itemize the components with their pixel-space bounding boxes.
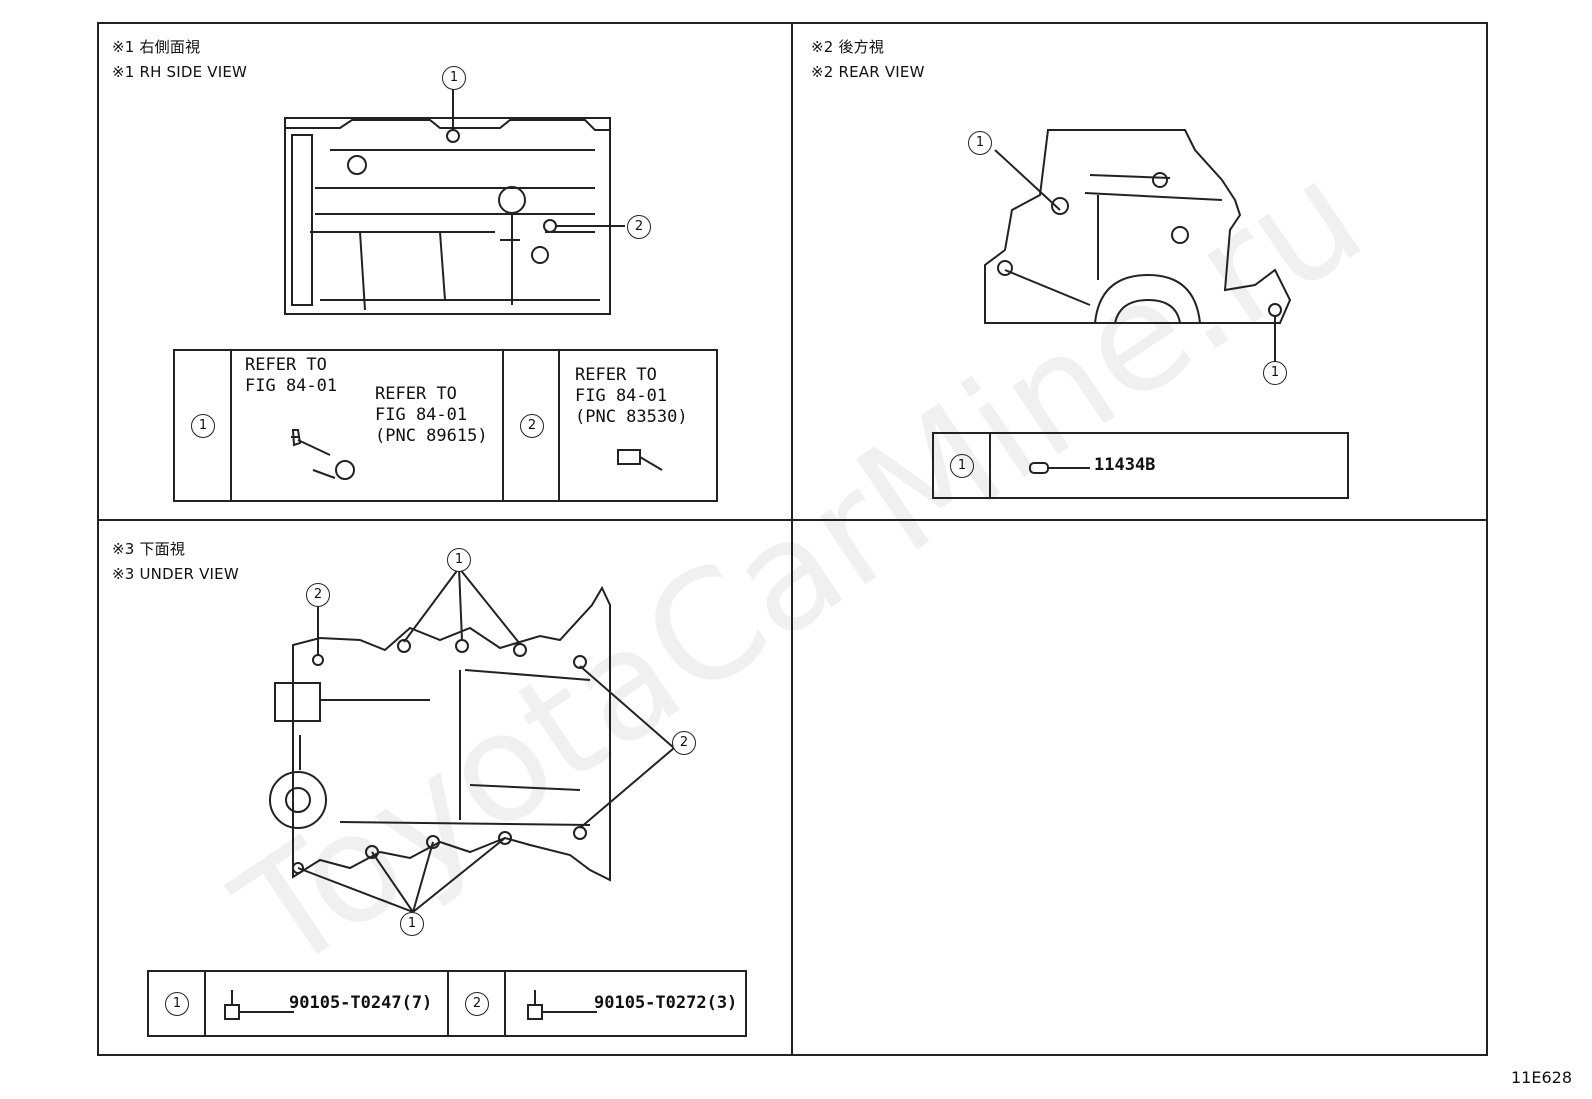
rear-view-block xyxy=(984,129,1292,365)
callout-1: 1 xyxy=(400,912,424,936)
panel-divider-horizontal xyxy=(97,519,1488,521)
under-view-caption: ※3 下面視 ※3 UNDER VIEW xyxy=(112,537,239,587)
callout-2: 2 xyxy=(627,215,651,239)
table-cell-index xyxy=(175,351,232,500)
rh-side-parts-table: 1 REFER TO FIG 84-01 REFER TO FIG 84-01 … xyxy=(173,349,718,502)
table-cell-index xyxy=(934,434,991,497)
callout-2: 2 xyxy=(306,583,330,607)
part-number: 11434B xyxy=(1094,455,1156,475)
table-cell-index xyxy=(504,351,560,500)
caption-jp: ※1 右側面視 xyxy=(112,38,201,56)
callout-1: 1 xyxy=(447,548,471,572)
callout-1: 1 xyxy=(968,131,992,155)
item-number: 1 xyxy=(191,414,215,438)
under-parts-table: 1 90105-T0247(7) 2 90105-T0272(3) xyxy=(147,970,747,1037)
callout-1: 1 xyxy=(1263,361,1287,385)
caption-jp: ※2 後方視 xyxy=(811,38,885,56)
callout-2: 2 xyxy=(672,731,696,755)
part-number: 90105-T0247(7) xyxy=(289,993,433,1013)
figure-code: 11E628 xyxy=(1510,1068,1572,1087)
refer-note: REFER TO FIG 84-01 (PNC 89615) xyxy=(375,384,488,446)
refer-note: REFER TO FIG 84-01 (PNC 83530) xyxy=(575,365,688,427)
table-cell-index xyxy=(149,972,206,1035)
caption-en: ※2 REAR VIEW xyxy=(811,63,925,81)
table-cell-index xyxy=(449,972,506,1035)
dowel-pin-icon xyxy=(1029,462,1090,474)
item-number: 2 xyxy=(465,992,489,1016)
table-cell-item xyxy=(232,351,504,500)
item-number: 1 xyxy=(165,992,189,1016)
under-view-block xyxy=(269,567,675,913)
caption-en: ※3 UNDER VIEW xyxy=(112,565,239,583)
caption-en: ※1 RH SIDE VIEW xyxy=(112,63,248,81)
part-number: 90105-T0272(3) xyxy=(594,993,738,1013)
table-cell-item xyxy=(206,972,449,1035)
refer-note: REFER TO FIG 84-01 xyxy=(245,355,338,396)
rear-parts-table: 1 11434B xyxy=(932,432,1349,499)
rh-side-view-caption: ※1 右側面視 ※1 RH SIDE VIEW xyxy=(112,35,247,85)
caption-jp: ※3 下面視 xyxy=(112,540,186,558)
rh-side-view-block xyxy=(284,88,625,315)
callout-1: 1 xyxy=(442,66,466,90)
item-number: 1 xyxy=(950,454,974,478)
bolt-icons xyxy=(224,429,663,1020)
rear-view-caption: ※2 後方視 ※2 REAR VIEW xyxy=(811,35,925,85)
item-number: 2 xyxy=(520,414,544,438)
panel-divider-vertical xyxy=(791,22,793,1056)
